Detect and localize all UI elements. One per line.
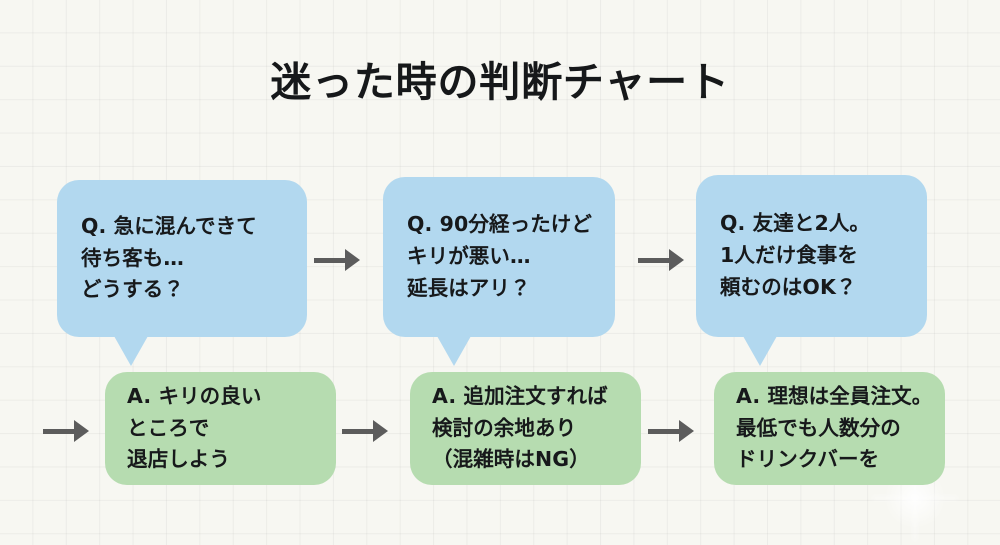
arrow-shaft <box>342 429 376 434</box>
question-text-3: Q. 友達と2人。 1人だけ食事を 頼むのはOK？ <box>720 211 871 299</box>
arrow-head <box>373 420 388 442</box>
answer-text-2: A. 追加注文すれば 検討の余地あり （混雑時はNG） <box>432 383 608 472</box>
arrow-right-icon <box>648 420 694 442</box>
arrow-right-icon <box>314 249 360 271</box>
answer-text-3: A. 理想は全員注文。 最低でも人数分の ドリンクバーを <box>736 383 933 472</box>
answer-box-3[interactable]: A. 理想は全員注文。 最低でも人数分の ドリンクバーを <box>714 372 945 485</box>
question-bubble-3[interactable]: Q. 友達と2人。 1人だけ食事を 頼むのはOK？ <box>696 175 927 366</box>
arrow-head <box>74 420 89 442</box>
arrow-head <box>679 420 694 442</box>
answer-box-2[interactable]: A. 追加注文すれば 検討の余地あり （混雑時はNG） <box>410 372 641 485</box>
arrow-right-icon <box>342 420 388 442</box>
arrow-shaft <box>648 429 682 434</box>
arrow-shaft <box>314 258 348 263</box>
question-bubble-2[interactable]: Q. 90分経ったけど キリが悪い… 延長はアリ？ <box>383 177 615 366</box>
speech-bubble-tail-icon <box>437 336 471 366</box>
question-bubble-1[interactable]: Q. 急に混んできて 待ち客も… どうする？ <box>57 180 307 366</box>
arrow-shaft <box>43 429 77 434</box>
page-title: 迷った時の判断チャート <box>270 58 730 106</box>
question-text-1: Q. 急に混んできて 待ち客も… どうする？ <box>81 213 257 302</box>
arrow-right-icon <box>43 420 89 442</box>
arrow-shaft <box>638 258 672 263</box>
answer-box-1[interactable]: A. キリの良い ところで 退店しよう <box>105 372 336 485</box>
arrow-right-icon <box>638 249 684 271</box>
arrow-head <box>345 249 360 271</box>
answer-text-1: A. キリの良い ところで 退店しよう <box>127 383 262 472</box>
speech-bubble-tail-icon <box>743 336 777 366</box>
arrow-head <box>669 249 684 271</box>
question-text-2: Q. 90分経ったけど キリが悪い… 延長はアリ？ <box>407 212 593 300</box>
speech-bubble-tail-icon <box>114 336 148 366</box>
